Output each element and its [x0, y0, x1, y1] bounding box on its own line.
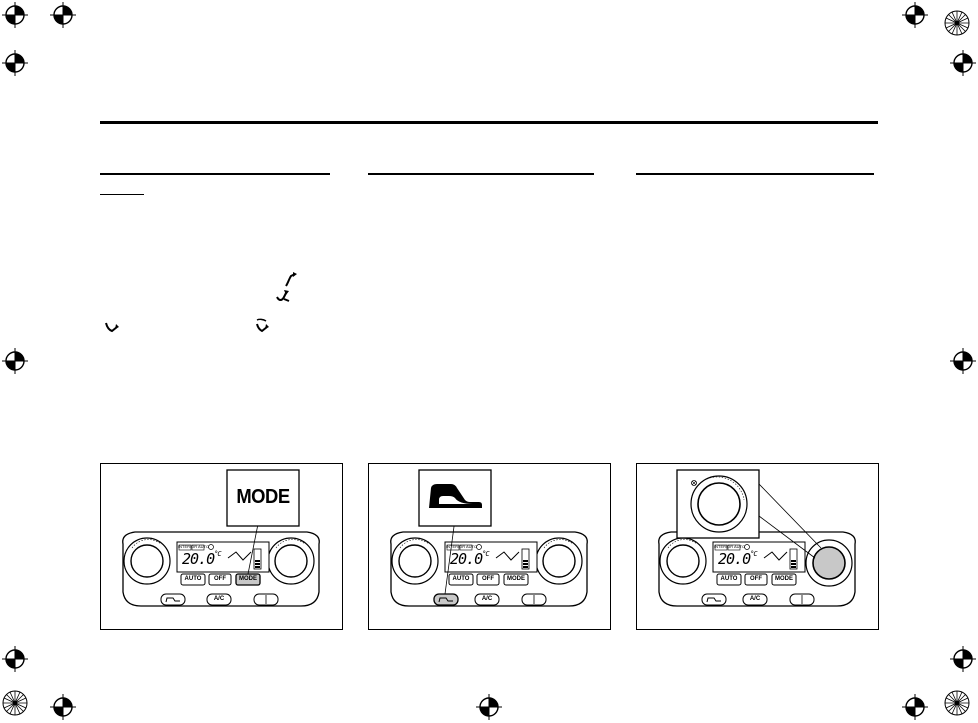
column-1-subheading-rule	[100, 194, 144, 195]
column-3-heading-rule	[636, 173, 874, 175]
ac-button[interactable]: A/C	[749, 596, 761, 602]
mode-button[interactable]: MODE	[775, 576, 793, 582]
display-temperature: 20.0°C	[450, 550, 490, 568]
registration-mark-left-upper	[2, 50, 28, 76]
display-temperature: 20.0°C	[182, 550, 222, 568]
floor-airflow-icon	[105, 322, 119, 333]
display-tags-1: INTERIOR AUTO	[178, 544, 210, 549]
illustration-mode-button: MODE 20.0°C AUTO OFF MODE A/C	[100, 463, 343, 630]
ac-button[interactable]: A/C	[481, 596, 493, 602]
starburst-mark-bottom-right	[944, 690, 970, 716]
ac-button[interactable]: A/C	[213, 596, 225, 602]
registration-mark-top-left	[2, 2, 28, 28]
registration-mark-bottom-left	[50, 694, 76, 720]
starburst-mark-top-right	[944, 10, 970, 36]
mode-button[interactable]: MODE	[239, 576, 257, 582]
display-tags-2: INTERIOR AUTO	[446, 544, 478, 549]
display-temperature: 20.0°C	[718, 550, 758, 568]
auto-button[interactable]: AUTO	[452, 576, 470, 582]
off-button[interactable]: OFF	[214, 576, 226, 582]
illustration-fan-dial: 20.0°C AUTO OFF MODE A/C	[636, 463, 879, 630]
starburst-mark-bottom-left	[2, 690, 28, 716]
illustration-recirculation-button: 20.0°C AUTO OFF MODE A/C	[368, 463, 611, 630]
column-1-heading-rule	[100, 173, 330, 175]
column-2-heading-rule	[368, 173, 594, 175]
registration-mark-right-upper	[950, 50, 976, 76]
face-airflow-icon	[285, 272, 297, 287]
registration-mark-bottom-center	[476, 694, 502, 720]
off-button[interactable]: OFF	[750, 576, 762, 582]
header-rule	[100, 121, 878, 124]
bilevel-airflow-icon	[276, 290, 290, 302]
display-tags-3: INTERIOR AUTO	[714, 544, 746, 549]
auto-button[interactable]: AUTO	[720, 576, 738, 582]
registration-mark-top-right	[902, 2, 928, 28]
registration-mark-bottom-right	[902, 694, 928, 720]
off-button[interactable]: OFF	[482, 576, 494, 582]
recirculation-icon	[429, 484, 482, 508]
registration-mark-left-lower	[2, 646, 28, 672]
floor-defrost-airflow-icon	[256, 318, 269, 333]
mode-callout-label: MODE	[236, 486, 290, 508]
mode-button[interactable]: MODE	[507, 576, 525, 582]
registration-mark-top-left-2	[50, 2, 76, 28]
registration-mark-left-middle	[2, 348, 28, 374]
registration-mark-right-lower	[950, 646, 976, 672]
auto-button[interactable]: AUTO	[184, 576, 202, 582]
registration-mark-right-middle	[950, 348, 976, 374]
